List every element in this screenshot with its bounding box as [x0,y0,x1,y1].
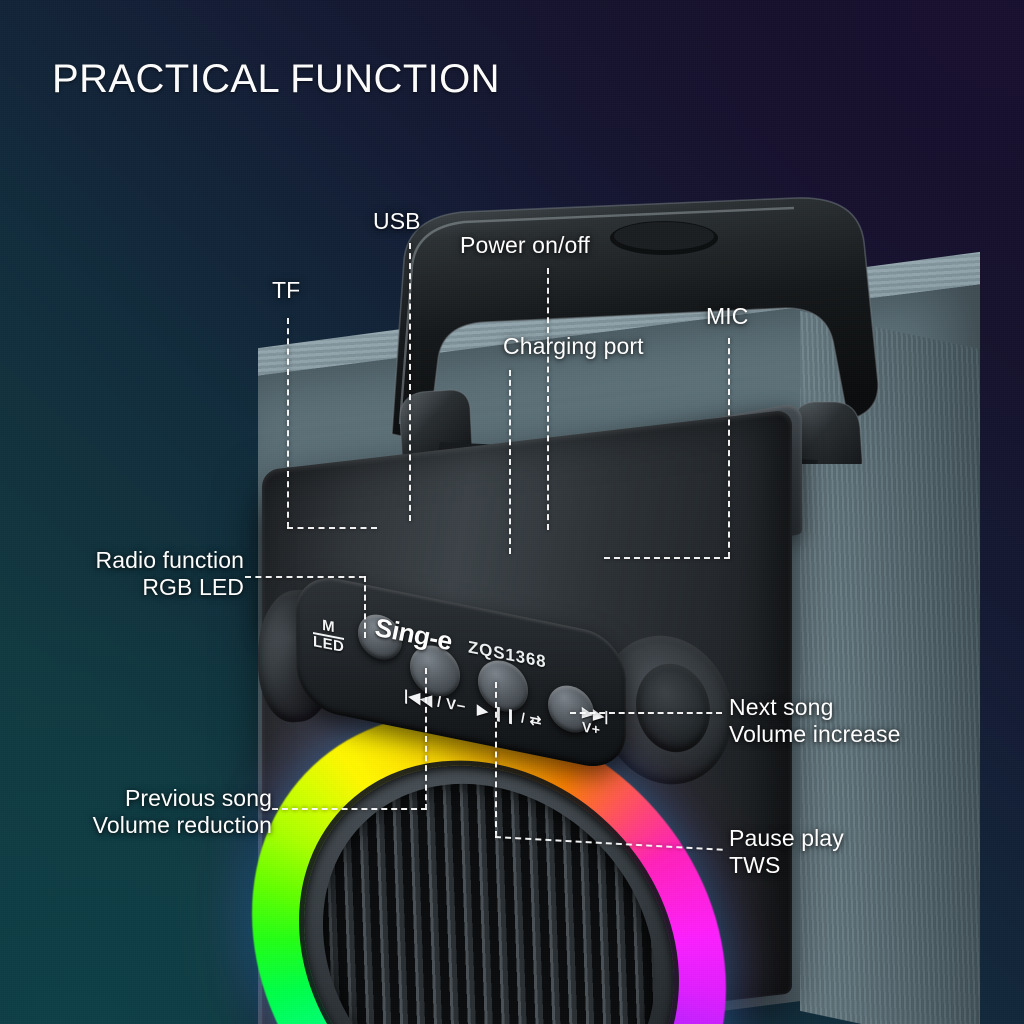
button-legend-next-volup: ▶▶| V+ [582,703,609,738]
page-title: PRACTICAL FUNCTION [52,57,500,101]
callout-usb: USB [373,208,421,234]
callout-prev-voldown: Previous song Volume reduction [92,785,272,838]
callout-mic: MIC [706,303,749,329]
callout-power: Power on/off [460,232,590,258]
callout-charging: Charging port [503,333,644,359]
callout-next-volup: Next song Volume increase [729,694,901,747]
callout-radio-rgb: Radio function RGB LED [95,547,244,600]
carry-handle [366,196,882,464]
callout-tf: TF [272,277,301,303]
button-legend-mode-led: M LED [313,615,345,657]
callout-pause-tws: Pause play TWS [729,825,844,878]
